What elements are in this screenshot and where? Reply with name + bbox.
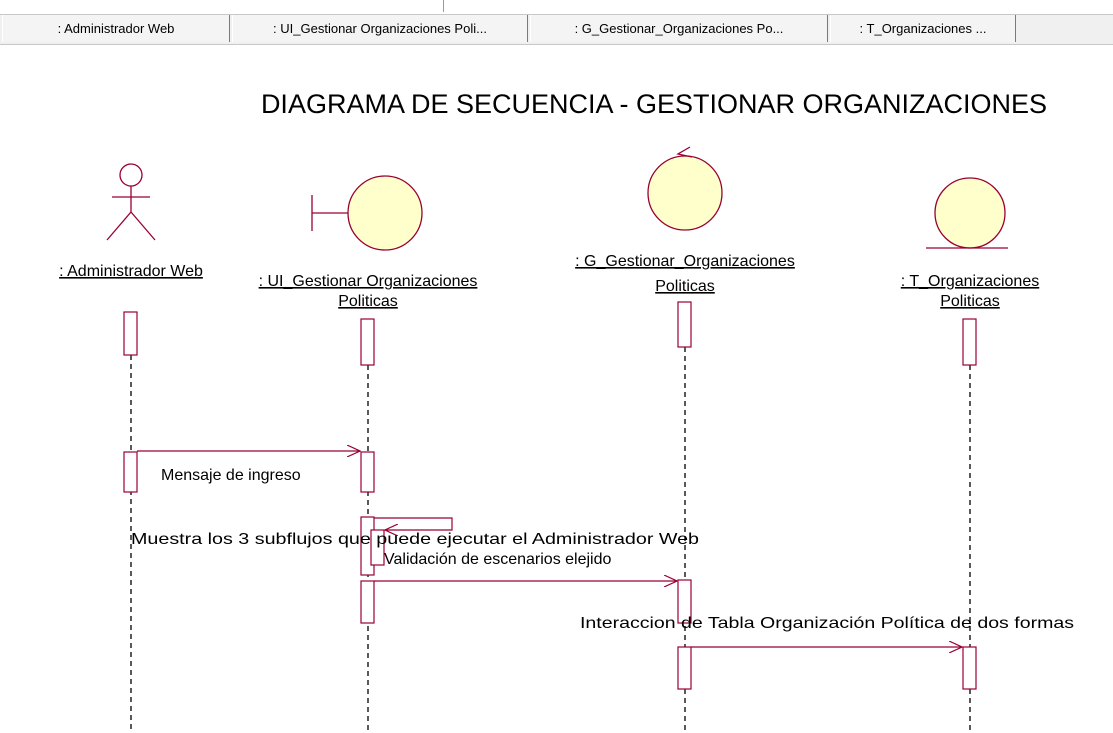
tab-administrador-web[interactable]: : Administrador Web <box>2 15 230 42</box>
diagram-title: DIAGRAMA DE SECUENCIA - GESTIONAR ORGANI… <box>261 89 1047 119</box>
lifeline-label-g-line1: : G_Gestionar_Organizaciones <box>575 253 795 270</box>
lifeline-label-t-line2: Politicas <box>940 293 1000 310</box>
lifeline-label-t-line1: : T_Organizaciones <box>901 273 1039 290</box>
activation-g-1 <box>677 301 692 348</box>
activation-ui-self <box>370 529 385 566</box>
message-label-2: Muestra los 3 subflujos que puede ejecut… <box>131 531 699 548</box>
lifeline-label-ui-line2: Politicas <box>338 293 398 310</box>
lifeline-label-ui-line1: : UI_Gestionar Organizaciones <box>259 273 478 290</box>
activation-t-1 <box>962 318 977 366</box>
activation-ui-1 <box>360 318 375 366</box>
tab-ui-gestionar[interactable]: : UI_Gestionar Organizaciones Poli... <box>232 15 528 42</box>
activation-t-2 <box>962 646 977 690</box>
message-label-3: Validación de escenarios elejido <box>384 551 612 568</box>
message-label-4: Interaccion de Tabla Organización Políti… <box>580 615 1074 632</box>
tab-t-organizaciones[interactable]: : T_Organizaciones ... <box>830 15 1016 42</box>
activation-ui-4 <box>360 580 375 624</box>
activation-g-3 <box>677 646 692 690</box>
diagram-tab-bar: : Administrador Web : UI_Gestionar Organ… <box>0 0 1113 45</box>
entity-icon <box>926 177 1008 249</box>
message-label-1: Mensaje de ingreso <box>161 467 301 484</box>
actor-icon <box>106 163 156 241</box>
boundary-icon <box>311 175 423 251</box>
activation-g-2 <box>677 579 692 624</box>
activation-ui-2 <box>360 451 375 493</box>
lifeline-label-g-line2: Politicas <box>655 278 715 295</box>
control-icon <box>647 146 723 231</box>
activation-administrador-1 <box>123 311 138 356</box>
message-arrow-2-self <box>374 517 453 530</box>
activation-administrador-2 <box>123 451 138 493</box>
tab-separator <box>443 0 444 12</box>
lifeline-label-administrador: : Administrador Web <box>59 263 203 280</box>
tab-g-gestionar[interactable]: : G_Gestionar_Organizaciones Po... <box>530 15 828 42</box>
